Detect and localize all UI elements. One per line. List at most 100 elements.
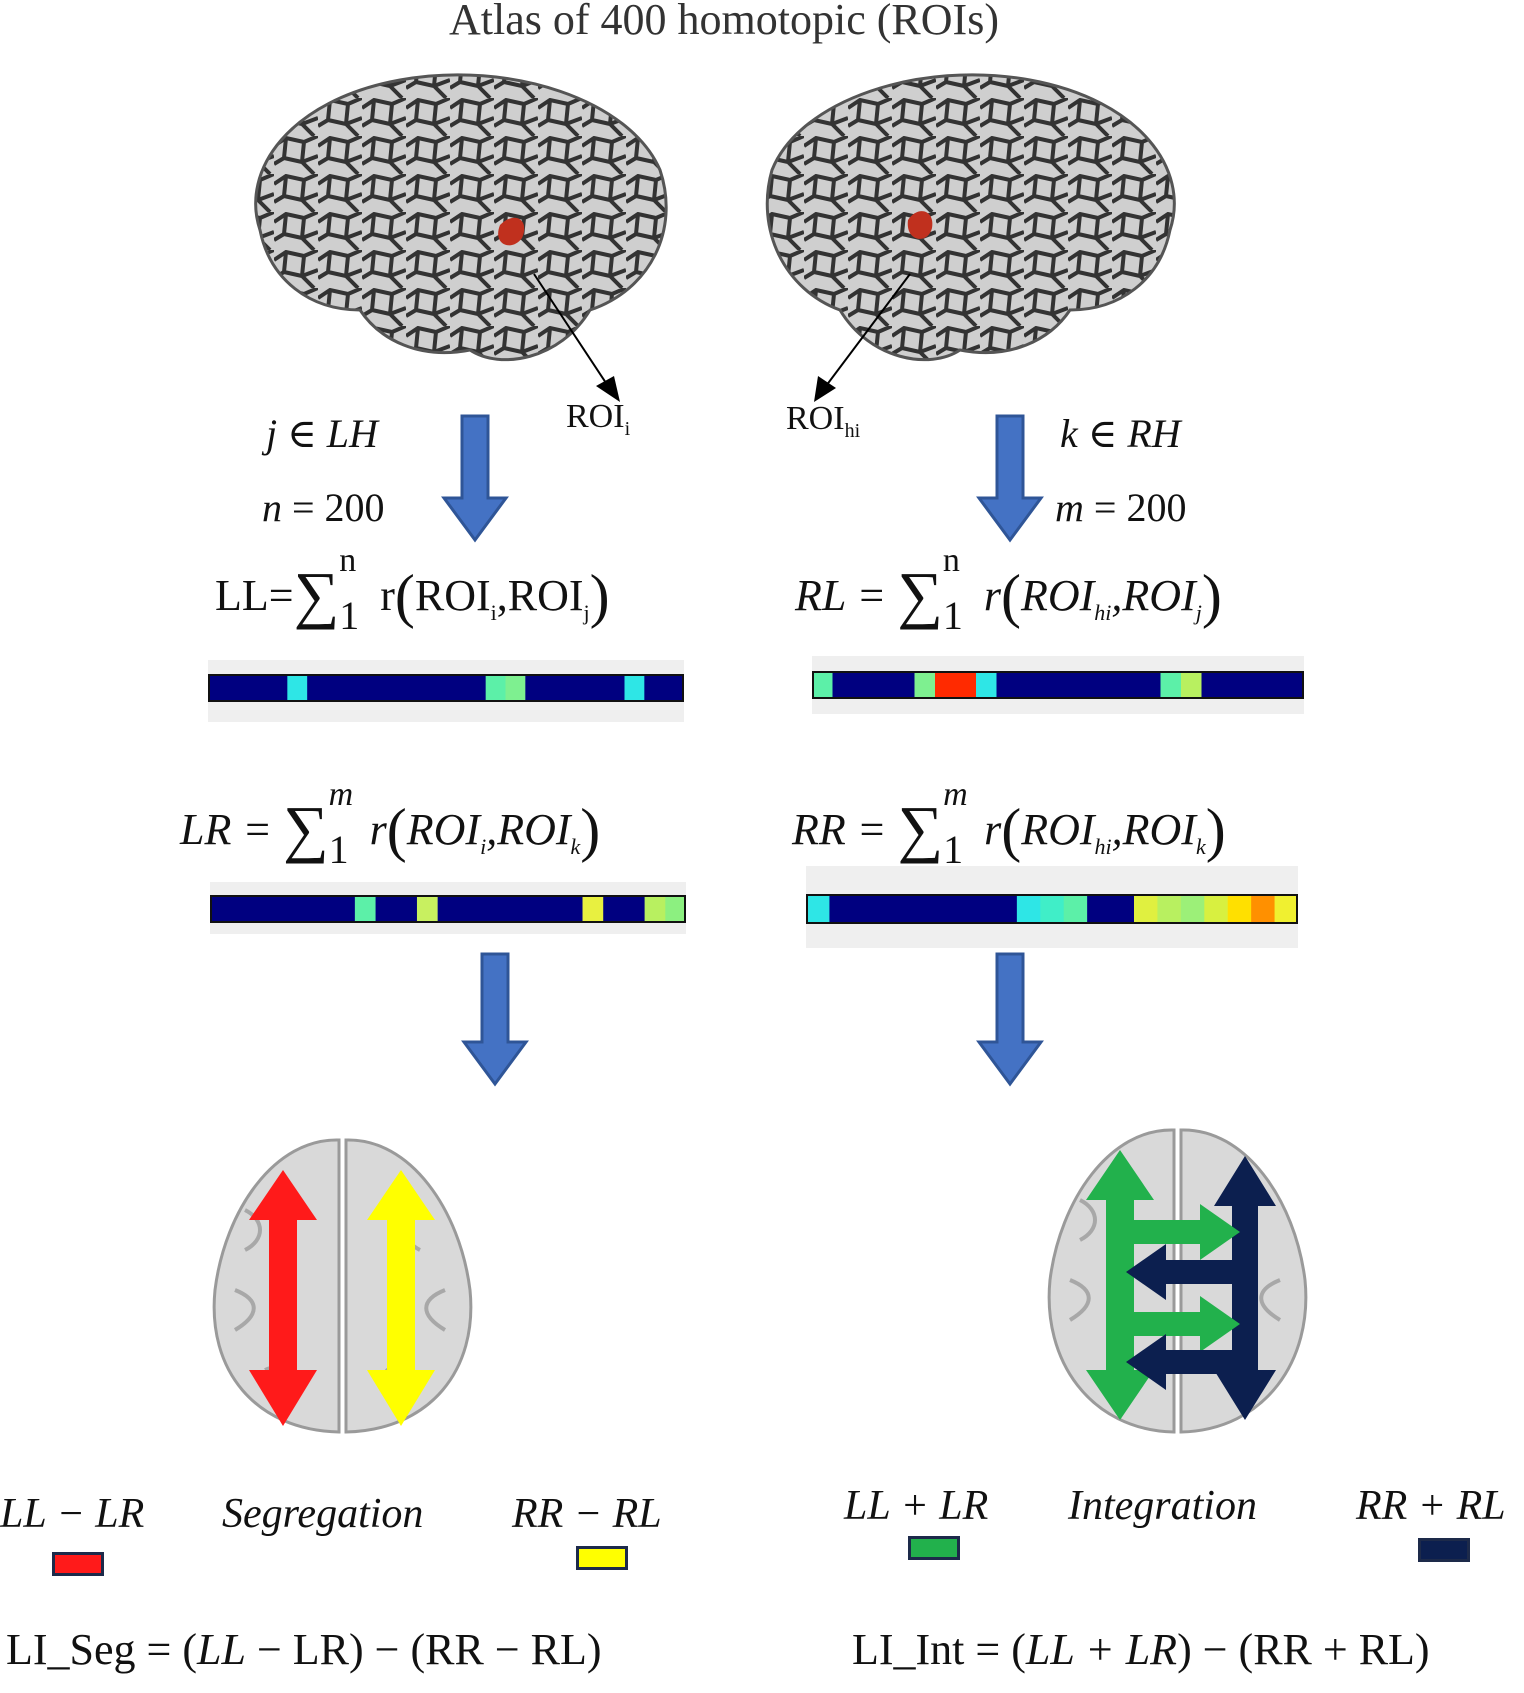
colorbar-cell: [545, 674, 566, 702]
colorbar-cell: [993, 894, 1018, 924]
colorbar-cell: [1078, 671, 1100, 699]
colorbar-cell: [416, 895, 439, 923]
roi-i-pointer-arrow: [533, 273, 620, 402]
left-hemisphere-brain: [254, 73, 668, 362]
down-arrow-right-bottom: [976, 952, 1044, 1087]
colorbar-cell: [227, 674, 249, 702]
colorbar-cell: [437, 895, 459, 923]
colorbar-cell: [313, 895, 335, 923]
left-set-line: j ∈ LH: [266, 411, 378, 456]
colorbar-cell: [1160, 671, 1182, 699]
colorbar-cell: [375, 895, 397, 923]
colorbar-cell: [1037, 671, 1059, 699]
colorbar-cell: [873, 671, 895, 699]
colorbar-cell: [1274, 894, 1298, 924]
colorbar-ll: [208, 674, 684, 702]
colorbar-cell: [485, 674, 507, 702]
colorbar-cell: [1222, 671, 1244, 699]
colorbar-cell: [251, 895, 273, 923]
colorbar-cell: [923, 894, 948, 924]
colorbar-cell: [1087, 894, 1112, 924]
colorbar-cell: [1201, 671, 1223, 699]
colorbar-cell: [1058, 671, 1080, 699]
colorbar-cell: [1063, 894, 1088, 924]
colorbar-cell: [623, 895, 646, 923]
colorbar-cell: [292, 895, 315, 923]
colorbar-cell: [247, 674, 269, 702]
swatch-red: [52, 1552, 104, 1576]
colorbar-cell: [806, 894, 831, 924]
legend-rr-minus-rl-text: RR − RL: [512, 1491, 662, 1537]
colorbar-cell: [1134, 894, 1159, 924]
colorbar-cell: [1180, 894, 1205, 924]
colorbar-cell: [582, 895, 604, 923]
colorbar-cell: [1263, 671, 1285, 699]
colorbar-cell: [976, 671, 998, 699]
colorbar-cell: [525, 674, 546, 702]
segregation-brain: [212, 1138, 473, 1434]
legend-ll-minus-lr: LL − LR: [0, 1491, 145, 1537]
colorbar-cell: [561, 895, 584, 923]
colorbar-cell: [955, 671, 977, 699]
colorbar-cell: [1110, 894, 1135, 924]
right-set-line: k ∈ RH: [1060, 411, 1181, 456]
colorbar-cell: [307, 674, 328, 702]
colorbar-cell: [1181, 671, 1203, 699]
colorbar-cell: [829, 894, 854, 924]
page-title: Atlas of 400 homotopic (ROIs): [449, 0, 999, 44]
colorbar-cell: [852, 894, 877, 924]
colorbar-cell: [1017, 671, 1039, 699]
colorbar-cell: [812, 671, 834, 699]
colorbar-cell: [406, 674, 427, 702]
roi-i-label: ROIi: [566, 398, 631, 440]
right-hemisphere-brain: [765, 73, 1176, 362]
colorbar-cell: [272, 895, 294, 923]
colorbar-cell: [832, 671, 854, 699]
legend-ll-plus-lr: LL + LR: [844, 1483, 989, 1529]
legend-rr-plus-rl: RR + RL: [1356, 1483, 1506, 1529]
right-count-line: m = 200: [1055, 485, 1187, 530]
colorbar-cell: [604, 674, 626, 702]
swatch-green: [908, 1536, 960, 1560]
colorbar-cell: [876, 894, 901, 924]
swatch-yellow: [576, 1546, 628, 1570]
colorbar-cell: [210, 895, 232, 923]
left-count-line: n = 200: [262, 485, 385, 530]
li-seg-formula: LI_Seg = (LL − LR) − (RR − RL): [6, 1625, 602, 1674]
colorbar-cell: [346, 674, 368, 702]
down-arrow-left-bottom: [461, 952, 529, 1087]
colorbar-cell: [1227, 894, 1252, 924]
colorbar-cell: [479, 895, 501, 923]
colorbar-cell: [287, 674, 308, 702]
roi-hi-pointer-arrow: [814, 273, 911, 402]
segregation-label: Segregation: [222, 1491, 424, 1537]
colorbar-cell: [396, 895, 418, 923]
colorbar-cell: [914, 671, 936, 699]
colorbar-cell: [1016, 894, 1041, 924]
down-arrow-right-top: [976, 414, 1044, 543]
colorbar-cell: [853, 671, 875, 699]
down-arrow-left-top: [441, 414, 509, 543]
colorbar-cell: [644, 674, 665, 702]
colorbar-cell: [644, 895, 666, 923]
colorbar-cell: [565, 674, 586, 702]
colorbar-cell: [1242, 671, 1264, 699]
colorbar-rr: [806, 894, 1298, 924]
colorbar-cell: [465, 674, 487, 702]
colorbar-cell: [894, 671, 916, 699]
colorbar-cell: [1251, 894, 1276, 924]
colorbar-cell: [458, 895, 480, 923]
colorbar-cell: [354, 895, 377, 923]
colorbar-lr: [210, 895, 686, 923]
colorbar-cell: [1040, 894, 1065, 924]
colorbar-cell: [426, 674, 447, 702]
colorbar-cell: [1099, 671, 1121, 699]
colorbar-cell: [899, 894, 924, 924]
colorbar-cell: [946, 894, 971, 924]
colorbar-cell: [327, 674, 348, 702]
colorbar-cell: [334, 895, 356, 923]
colorbar-cell: [446, 674, 467, 702]
